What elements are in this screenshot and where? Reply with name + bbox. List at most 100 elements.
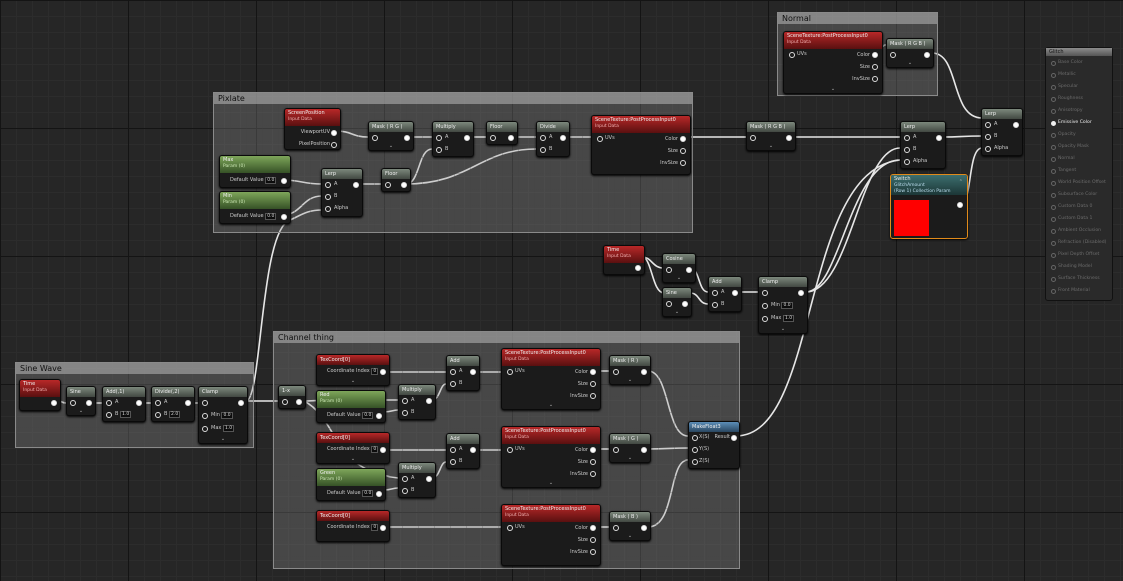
result-input-pin[interactable] [1051, 193, 1056, 198]
lerp-node-mid[interactable]: Lerp A B Alpha [900, 121, 946, 169]
a-pin[interactable] [436, 135, 442, 141]
pixel-position-pin[interactable] [331, 142, 337, 148]
a-pin[interactable] [155, 400, 161, 406]
a-pin[interactable] [540, 135, 546, 141]
min-pin[interactable] [762, 303, 768, 309]
b-value-field[interactable]: 2.0 [169, 411, 181, 418]
result-input-pin[interactable] [1051, 121, 1056, 126]
clamp-node-lower[interactable]: Clamp Min 0.0 Max 1.0 ⌄ [198, 386, 248, 444]
lerp-node-pixlate[interactable]: Lerp A B Alpha [321, 168, 363, 217]
output-pin[interactable] [376, 491, 382, 497]
input-pin[interactable] [890, 52, 896, 58]
output-pin[interactable] [464, 135, 470, 141]
uvs-pin[interactable] [597, 136, 603, 142]
a-pin[interactable] [402, 476, 408, 482]
result-input-pin[interactable] [1051, 205, 1056, 210]
output-pin[interactable] [508, 135, 514, 141]
color-pin[interactable] [590, 525, 596, 531]
output-pin[interactable] [732, 290, 738, 296]
expand-chevron-icon[interactable]: ⌄ [78, 408, 84, 414]
mask-r-node[interactable]: Mask ( R ) ⌄ [609, 355, 651, 385]
viewport-uv-pin[interactable] [331, 130, 337, 136]
output-pin[interactable] [957, 202, 963, 208]
output-pin[interactable] [353, 182, 359, 188]
cosine-node[interactable]: Cosine ⌄ [662, 253, 696, 283]
output-pin[interactable] [380, 525, 386, 531]
min-pin[interactable] [202, 413, 208, 419]
mask-rgb-node-normal[interactable]: Mask ( R G B ) ⌄ [886, 38, 934, 68]
size-pin[interactable] [872, 64, 878, 70]
a-pin[interactable] [712, 290, 718, 296]
result-input-pin[interactable] [1051, 97, 1056, 102]
min-value-field[interactable]: 0.0 [781, 302, 793, 309]
a-pin[interactable] [904, 135, 910, 141]
b-pin[interactable] [450, 459, 456, 465]
result-input-pin[interactable] [1051, 277, 1056, 282]
min-value-field[interactable]: 0.0 [221, 412, 233, 419]
result-pin[interactable] [731, 435, 737, 441]
max-value-field[interactable]: 1.0 [222, 425, 235, 432]
output-pin[interactable] [296, 399, 302, 405]
size-pin[interactable] [590, 381, 596, 387]
result-input-pin[interactable] [1051, 181, 1056, 186]
result-input-pin[interactable] [1051, 85, 1056, 90]
output-pin[interactable] [682, 301, 688, 307]
uvs-pin[interactable] [507, 369, 513, 375]
size-pin[interactable] [590, 459, 596, 465]
invsize-pin[interactable] [590, 471, 596, 477]
add-node-green[interactable]: Add A B [446, 433, 480, 469]
texcoord-node-2[interactable]: TexCoord[0] Coordinate Index 0 ⌄ [316, 432, 390, 464]
result-input-pin[interactable] [1051, 133, 1056, 138]
uvs-pin[interactable] [789, 52, 795, 58]
alpha-pin[interactable] [985, 146, 991, 152]
input-pin[interactable] [666, 301, 672, 307]
coord-index-field[interactable]: 0 [371, 446, 379, 453]
input-pin[interactable] [613, 525, 619, 531]
output-pin[interactable] [401, 182, 407, 188]
color-pin[interactable] [590, 447, 596, 453]
output-pin[interactable] [404, 135, 410, 141]
result-input-pin[interactable] [1051, 229, 1056, 234]
result-input-pin[interactable] [1051, 145, 1056, 150]
input-pin[interactable] [202, 400, 208, 406]
xs-pin[interactable] [692, 435, 698, 441]
divide-2-node[interactable]: Divide(,2) A B 2.0 [151, 386, 195, 422]
b-pin[interactable] [106, 412, 112, 418]
output-pin[interactable] [560, 135, 566, 141]
b-pin[interactable] [540, 147, 546, 153]
output-pin[interactable] [86, 400, 92, 406]
output-pin[interactable] [936, 135, 942, 141]
output-pin[interactable] [238, 400, 244, 406]
result-input-pin[interactable] [1051, 73, 1056, 78]
max-value-field[interactable]: 1.0 [782, 315, 795, 322]
result-input-pin[interactable] [1051, 253, 1056, 258]
result-input-pin[interactable] [1051, 157, 1056, 162]
expand-chevron-icon[interactable]: ⌄ [350, 456, 356, 462]
a-pin[interactable] [450, 369, 456, 375]
expand-chevron-icon[interactable]: ⌄ [548, 480, 554, 486]
b-pin[interactable] [712, 302, 718, 308]
output-pin[interactable] [1013, 122, 1019, 128]
expand-chevron-icon[interactable]: ⌄ [627, 533, 633, 539]
result-input-pin[interactable] [1051, 61, 1056, 66]
output-pin[interactable] [798, 290, 804, 296]
texcoord-node-3[interactable]: TexCoord[0] Coordinate Index 0 [316, 510, 390, 542]
texcoord-node-1[interactable]: TexCoord[0] Coordinate Index 0 ⌄ [316, 354, 390, 386]
a-pin[interactable] [325, 182, 331, 188]
size-pin[interactable] [680, 148, 686, 154]
mask-rg-node[interactable]: Mask ( R G ) ⌄ [368, 121, 414, 151]
multiply-node-green[interactable]: Multiply A B [398, 462, 436, 498]
default-value-field[interactable]: 0.0 [362, 490, 374, 497]
input-pin[interactable] [490, 135, 496, 141]
output-pin[interactable] [641, 525, 647, 531]
input-pin[interactable] [70, 400, 76, 406]
sine-node-upper[interactable]: Sine ⌄ [662, 287, 692, 317]
